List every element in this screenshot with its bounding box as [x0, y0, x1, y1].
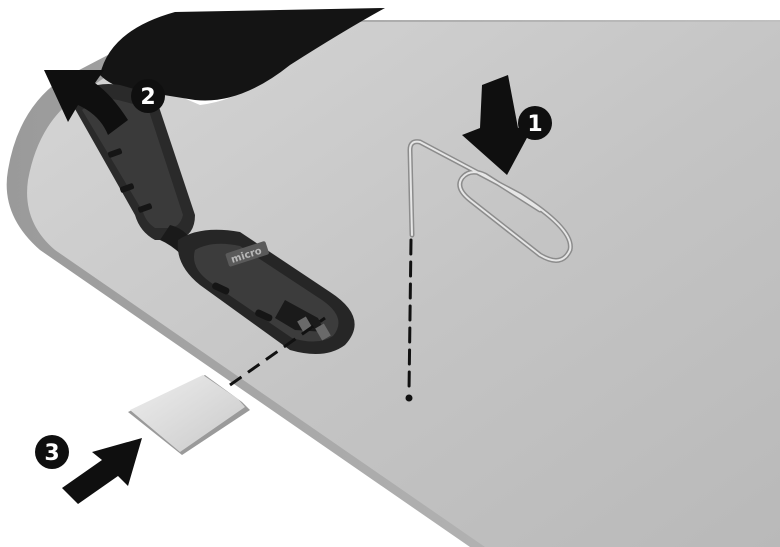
- step-1-number: 1: [527, 112, 542, 137]
- pin-hole: [405, 394, 413, 402]
- card-guide-line: [229, 316, 326, 387]
- step-3-number: 3: [44, 441, 59, 466]
- right-arrow-icon: [62, 438, 142, 504]
- step-1-badge: 1: [518, 106, 552, 140]
- pin-guide-line: [407, 238, 413, 394]
- tablet-back-panel: [27, 22, 780, 547]
- paperclip-icon: [405, 139, 573, 402]
- step-2-badge: 2: [131, 79, 165, 113]
- tablet-body: [6, 0, 780, 547]
- tablet-screen: [100, 8, 385, 101]
- down-arrow-icon: [462, 75, 536, 175]
- step-3-badge: 3: [35, 435, 69, 469]
- step-2-number: 2: [140, 85, 155, 110]
- sim-card-icon: [128, 375, 250, 455]
- curved-arrow-icon: [44, 70, 128, 135]
- sim-slot-bay: micro: [177, 229, 355, 354]
